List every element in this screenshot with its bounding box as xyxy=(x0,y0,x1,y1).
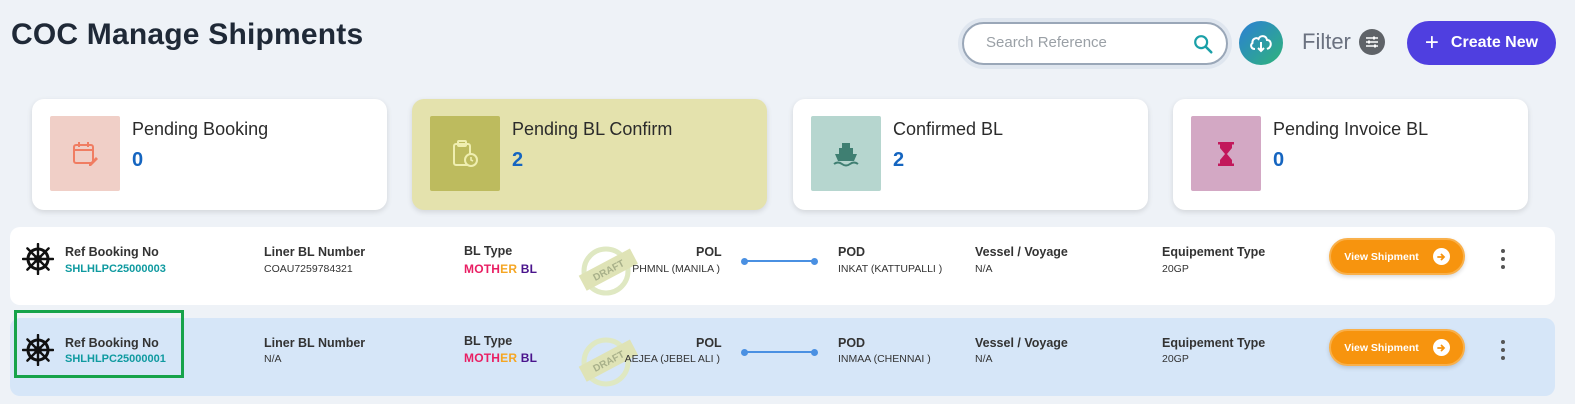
bl-type-label: BL Type xyxy=(464,244,513,258)
card-label: Confirmed BL xyxy=(893,119,1004,139)
ship-wheel-icon xyxy=(22,243,54,275)
search-box[interactable] xyxy=(962,22,1228,65)
shipment-row[interactable]: Ref Booking No SHLHLPC25000003 Liner BL … xyxy=(10,227,1555,305)
vessel-value: N/A xyxy=(975,263,993,275)
vessel-label: Vessel / Voyage xyxy=(975,336,1068,350)
liner-bl-label: Liner BL Number xyxy=(264,245,366,259)
liner-bl-value: N/A xyxy=(264,353,282,365)
route-line xyxy=(741,349,818,356)
more-options-icon[interactable] xyxy=(1500,249,1506,269)
cloud-download-button[interactable] xyxy=(1239,21,1283,65)
card-label: Pending BL Confirm xyxy=(512,119,673,139)
card-pending-booking[interactable]: Pending Booking 0 xyxy=(32,99,387,210)
pod-label: POD xyxy=(838,245,866,259)
ship-icon xyxy=(811,116,881,191)
cloud-download-icon xyxy=(1250,35,1272,53)
pod-value: INKAT (KATTUPALLI ) xyxy=(838,263,943,275)
filter-label: Filter xyxy=(1302,29,1351,54)
pod-dot xyxy=(811,258,818,265)
draft-stamp-icon: DRAFT xyxy=(578,337,638,387)
search-icon[interactable] xyxy=(1192,33,1214,55)
vessel-value: N/A xyxy=(975,353,993,365)
card-count: 0 xyxy=(132,149,144,171)
equipment-value: 20GP xyxy=(1162,353,1189,365)
pol-dot xyxy=(741,349,748,356)
liner-bl-value: COAU7259784321 xyxy=(264,263,353,275)
page-title: COC Manage Shipments xyxy=(11,18,364,51)
hourglass-icon xyxy=(1191,116,1261,191)
sliders-icon xyxy=(1358,29,1385,55)
ship-wheel-icon xyxy=(22,334,54,366)
view-shipment-label: View Shipment xyxy=(1344,250,1419,263)
bl-type-label: BL Type xyxy=(464,334,513,348)
pod-dot xyxy=(811,349,818,356)
clipboard-clock-icon xyxy=(430,116,500,191)
pol-value: AEJEA (JEBEL ALI ) xyxy=(624,353,720,365)
card-confirmed-bl[interactable]: Confirmed BL 2 xyxy=(793,99,1148,210)
ref-booking-value[interactable]: SHLHLPC25000001 xyxy=(65,353,166,365)
more-options-icon[interactable] xyxy=(1500,340,1506,360)
bl-type-value: MOTHER BL xyxy=(464,262,538,276)
card-count: 2 xyxy=(893,149,905,171)
card-label: Pending Invoice BL xyxy=(1273,119,1429,139)
card-pending-bl-confirm[interactable]: Pending BL Confirm 2 xyxy=(412,99,767,210)
shipment-row[interactable]: Ref Booking No SHLHLPC25000001 Liner BL … xyxy=(10,318,1555,396)
arrow-right-icon xyxy=(1432,248,1450,265)
calendar-edit-icon xyxy=(50,116,120,191)
ref-booking-label: Ref Booking No xyxy=(65,336,159,350)
view-shipment-button[interactable]: View Shipment xyxy=(1329,238,1465,275)
liner-bl-label: Liner BL Number xyxy=(264,336,366,350)
create-new-label: Create New xyxy=(1450,34,1539,51)
pod-label: POD xyxy=(838,336,866,350)
equipment-value: 20GP xyxy=(1162,263,1189,275)
ref-booking-value[interactable]: SHLHLPC25000003 xyxy=(65,263,166,275)
pol-label: POL xyxy=(696,336,722,350)
equipment-label: Equipement Type xyxy=(1162,336,1266,350)
bl-type-value: MOTHER BL xyxy=(464,351,538,365)
search-input[interactable] xyxy=(986,34,1186,51)
filter-button[interactable]: Filter xyxy=(1302,29,1385,55)
view-shipment-button[interactable]: View Shipment xyxy=(1329,329,1465,366)
card-count: 2 xyxy=(512,149,524,171)
draft-stamp-icon: DRAFT xyxy=(578,246,638,296)
card-count: 0 xyxy=(1273,149,1285,171)
vessel-label: Vessel / Voyage xyxy=(975,245,1068,259)
route-line xyxy=(741,258,818,265)
equipment-label: Equipement Type xyxy=(1162,245,1266,259)
arrow-right-icon xyxy=(1432,339,1450,356)
create-new-button[interactable]: + Create New xyxy=(1407,21,1556,65)
card-pending-invoice-bl[interactable]: Pending Invoice BL 0 xyxy=(1173,99,1528,210)
pol-value: PHMNL (MANILA ) xyxy=(632,263,720,275)
card-label: Pending Booking xyxy=(132,119,269,139)
pol-dot xyxy=(741,258,748,265)
plus-icon: + xyxy=(1424,29,1439,56)
ref-booking-label: Ref Booking No xyxy=(65,245,159,259)
view-shipment-label: View Shipment xyxy=(1344,341,1419,354)
pod-value: INMAA (CHENNAI ) xyxy=(838,353,931,365)
pol-label: POL xyxy=(696,245,722,259)
